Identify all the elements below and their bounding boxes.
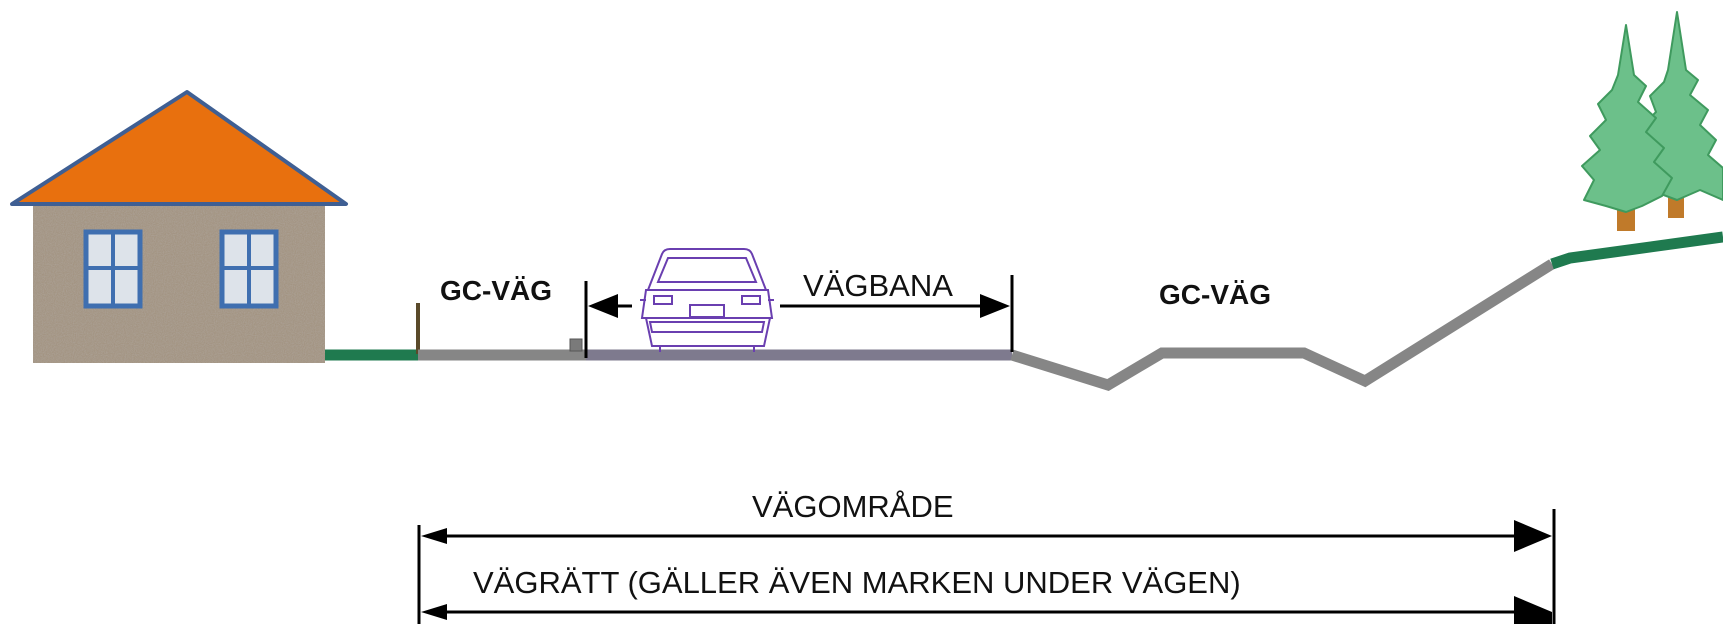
vagratt-arrowhead-right [1514, 596, 1552, 624]
house-roof [10, 90, 348, 206]
vagratt-arrowhead-left [421, 604, 447, 620]
vagomrade-dimension [417, 509, 1556, 624]
house-icon [10, 90, 348, 363]
vagomrade-arrowhead-right [1514, 520, 1552, 552]
ground-profile [325, 231, 1723, 391]
vagratt-dimension [421, 596, 1552, 624]
label-gc-vag-right: GC-VÄG [1159, 279, 1271, 310]
label-gc-vag-left: GC-VÄG [440, 275, 552, 306]
label-vagomrade: VÄGOMRÅDE [752, 489, 954, 524]
car-icon [640, 248, 774, 352]
house-wall [33, 203, 325, 363]
vagbana-dimension [584, 275, 1014, 358]
house-window-left [83, 229, 143, 309]
vagbana-arrowhead-left [588, 294, 618, 318]
ditch-and-gc-path-right [1010, 259, 1555, 391]
label-vagbana: VÄGBANA [803, 268, 953, 303]
tree-front [1581, 24, 1673, 213]
vagomrade-arrowhead-left [421, 528, 447, 544]
curb [569, 338, 583, 352]
house-window-right [219, 229, 279, 309]
vagbana-arrowhead-right [980, 294, 1010, 318]
tree-icon [1581, 11, 1723, 231]
grass-slope-right [1550, 231, 1723, 270]
label-vagratt: VÄGRÄTT (GÄLLER ÄVEN MARKEN UNDER VÄGEN) [473, 565, 1241, 600]
